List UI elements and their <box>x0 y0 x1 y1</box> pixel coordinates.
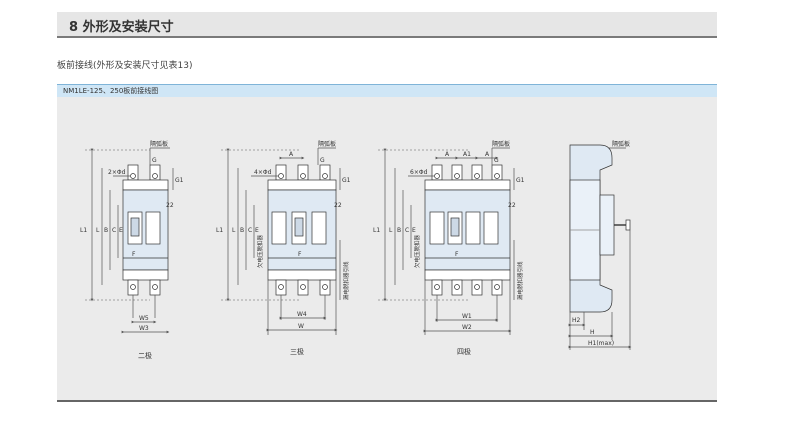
side-cover-label: 隔弧板 <box>612 140 630 148</box>
four-pole-caption: 四极 <box>457 347 471 356</box>
three-pole-labels: 隔弧板 4×Φd A G G1 22 L1 L B C E F 欠电压脱扣器 漏… <box>216 140 351 356</box>
three-pole-w-label: W <box>298 323 304 330</box>
two-pole-c-label: C <box>112 227 116 234</box>
two-pole-hole-label: 2×Φd <box>108 169 126 176</box>
panel-header: NM1LE-125、250板前接线图 <box>57 84 717 97</box>
four-pole-w2-label: W2 <box>462 324 472 331</box>
three-pole-w4-label: W4 <box>297 311 307 318</box>
four-pole-b-label: B <box>397 227 401 234</box>
four-pole-side-text-1: 欠电压脱扣器 <box>413 234 421 268</box>
three-pole-caption: 三极 <box>290 347 304 356</box>
side-view-labels: 隔弧板 H2 H H1(max) <box>572 140 630 347</box>
two-pole-w3-label: W3 <box>139 325 149 332</box>
four-pole-w1-label: W1 <box>462 313 472 320</box>
three-pole-b-label: B <box>240 227 244 234</box>
four-pole-22-label: 22 <box>508 202 516 209</box>
two-pole-caption: 二极 <box>138 351 152 360</box>
three-pole-f-label: F <box>298 251 302 258</box>
section-header: 8 外形及安装尺寸 <box>57 12 717 38</box>
three-pole-l-label: L <box>232 227 236 234</box>
side-h-label: H <box>590 329 595 336</box>
section-subtitle: 板前接线(外形及安装尺寸见表13) <box>57 61 193 71</box>
three-pole-cover-label: 隔弧板 <box>318 140 336 148</box>
side-view <box>568 144 632 350</box>
two-pole-22-label: 22 <box>166 202 174 209</box>
four-pole-a1-label: A1 <box>463 151 471 158</box>
two-pole-b-label: B <box>104 227 108 234</box>
four-pole-a-label-2: A <box>485 151 490 158</box>
two-pole-g1-label: G1 <box>175 177 184 184</box>
three-pole-side-text-1: 欠电压脱扣器 <box>256 234 264 268</box>
two-pole-labels: 隔弧板 2×Φd G G1 22 L1 L B C E F W5 W3 二极 <box>80 140 184 360</box>
two-pole-l-label: L <box>96 227 100 234</box>
four-pole-c-label: C <box>405 227 409 234</box>
three-pole-g-label: G <box>320 157 325 164</box>
side-h2-label: H2 <box>572 317 581 324</box>
two-pole-f-label: F <box>132 251 136 258</box>
three-pole-c-label: C <box>248 227 252 234</box>
four-pole-labels: 隔弧板 6×Φd A A1 A G G1 22 L1 L B C E F 欠电压… <box>373 140 525 356</box>
two-pole-l1-label: L1 <box>80 227 87 234</box>
section-title: 8 外形及安装尺寸 <box>69 20 174 35</box>
two-pole-cover-label: 隔弧板 <box>150 140 168 148</box>
side-h1max-label: H1(max) <box>588 340 614 347</box>
two-pole-g-label: G <box>152 157 157 164</box>
four-pole-side-text-2: 漏电脱扣器引线 <box>516 261 524 300</box>
four-pole-a-label-1: A <box>445 151 450 158</box>
three-pole-22-label: 22 <box>334 202 342 209</box>
three-pole-a-label: A <box>289 151 294 158</box>
four-pole-e-label: E <box>412 227 416 234</box>
four-pole-f-label: F <box>455 251 459 258</box>
four-pole-g-label: G <box>494 157 499 164</box>
four-pole-g1-label: G1 <box>516 177 525 184</box>
three-pole-hole-label: 4×Φd <box>254 169 272 176</box>
two-pole-e-label: E <box>119 227 123 234</box>
three-pole-l1-label: L1 <box>216 227 223 234</box>
three-pole-e-label: E <box>255 227 259 234</box>
four-pole-l1-label: L1 <box>373 227 380 234</box>
panel-title: NM1LE-125、250板前接线图 <box>63 87 159 95</box>
three-pole-side-text-2: 漏电脱扣器引线 <box>342 261 350 300</box>
two-pole-view <box>85 147 174 334</box>
three-pole-g1-label: G1 <box>342 177 351 184</box>
four-pole-cover-label: 隔弧板 <box>492 140 510 148</box>
four-pole-hole-label: 6×Φd <box>410 169 428 176</box>
two-pole-w5-label: W5 <box>139 315 149 322</box>
three-pole-view <box>221 147 341 335</box>
four-pole-l-label: L <box>389 227 393 234</box>
four-pole-view <box>378 147 515 335</box>
